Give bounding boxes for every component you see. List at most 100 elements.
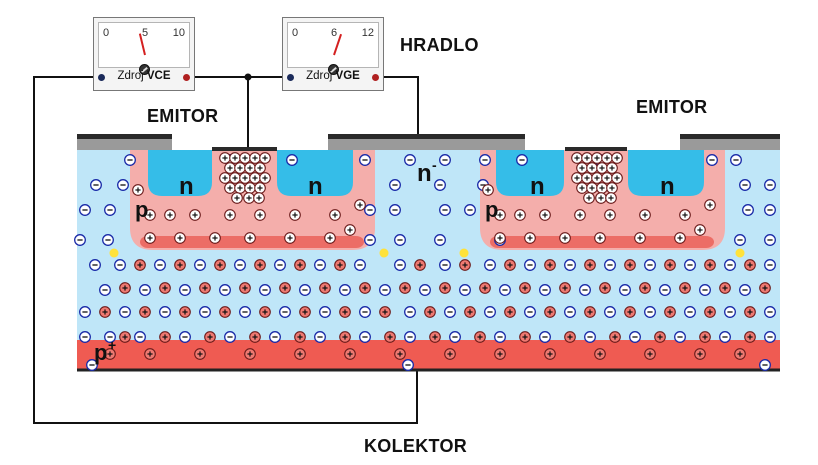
hole-icon [334,259,346,271]
hole-icon [239,282,251,294]
hole-icon [611,172,623,184]
emitter-oxide-center [328,139,525,150]
electron-icon [117,179,129,191]
label-n-minus-sup: - [432,157,437,173]
hole-icon [704,306,716,318]
hole-icon [249,172,261,184]
electron-icon [439,204,451,216]
electron-icon [494,331,506,343]
hole-icon [694,348,706,360]
hole-icon [583,192,595,204]
hole-icon [704,259,716,271]
electron-icon [239,306,251,318]
electron-icon [389,179,401,191]
electron-icon [564,306,576,318]
electron-icon [524,306,536,318]
hole-icon [734,348,746,360]
hole-icon [259,306,271,318]
label-p-plus: p [94,340,107,365]
yellow-dot [459,248,469,258]
hole-icon [514,209,526,221]
electron-icon [759,359,771,371]
electron-icon [539,331,551,343]
electron-icon [739,179,751,191]
electron-icon [434,179,446,191]
vce-knob-icon[interactable] [139,64,150,75]
hole-icon [559,232,571,244]
hole-icon [254,259,266,271]
vge-meter[interactable]: 0 6 12 Zdroj VGE [282,17,384,91]
emitter-oxide-right [680,139,780,150]
hole-icon [319,282,331,294]
hole-icon [609,331,621,343]
electron-icon [104,204,116,216]
yellow-dot [379,248,389,258]
hole-icon [209,232,221,244]
hole-icon [139,306,151,318]
hole-icon [586,182,598,194]
hole-icon [519,331,531,343]
hole-icon [189,209,201,221]
hole-icon [664,306,676,318]
n-source-left-1 [148,150,212,196]
hole-icon [559,282,571,294]
hole-icon [494,209,506,221]
electron-icon [89,259,101,271]
carrier-particles [74,152,776,371]
hole-icon [564,331,576,343]
hole-icon [159,282,171,294]
yellow-dot [735,248,745,258]
hole-icon [571,152,583,164]
electron-icon [119,306,131,318]
hole-icon [279,282,291,294]
electron-icon [299,284,311,296]
hole-icon [399,282,411,294]
hole-icon [229,172,241,184]
electron-icon [659,284,671,296]
vce-meter[interactable]: 0 5 10 Zdroj VCE [93,17,195,91]
wire-collector-loop [33,76,418,424]
hole-icon [234,182,246,194]
label-n-right-2: n [660,173,675,200]
electron-icon [389,204,401,216]
hole-icon [174,259,186,271]
hole-icon [439,282,451,294]
electron-icon [154,259,166,271]
hole-icon [719,282,731,294]
hole-icon [299,306,311,318]
electron-icon [269,331,281,343]
hole-icon [179,306,191,318]
hole-icon [504,306,516,318]
electron-icon [259,284,271,296]
hole-icon [159,331,171,343]
electron-icon [699,284,711,296]
label-emitter-left: EMITOR [147,106,219,126]
hole-icon [494,348,506,360]
hole-icon [644,348,656,360]
hole-icon [259,152,271,164]
hole-icon [214,259,226,271]
electron-icon [764,331,776,343]
vge-knob-icon[interactable] [328,64,339,75]
electron-icon [319,306,331,318]
hole-icon [119,282,131,294]
electron-icon [604,306,616,318]
electron-icon [394,234,406,246]
electron-icon [79,204,91,216]
hole-icon [429,331,441,343]
electron-icon [394,259,406,271]
label-p-plus-sup: + [108,337,116,353]
hole-icon [284,232,296,244]
electron-icon [484,259,496,271]
electron-icon [314,331,326,343]
label-n-right-1: n [530,173,545,200]
hole-icon [605,192,617,204]
hole-icon [144,348,156,360]
electron-icon [134,331,146,343]
vce-dial: 0 5 10 [98,22,190,68]
hole-icon [606,182,618,194]
hole-icon [494,232,506,244]
hole-icon [574,209,586,221]
hole-icon [144,209,156,221]
hole-icon [324,232,336,244]
